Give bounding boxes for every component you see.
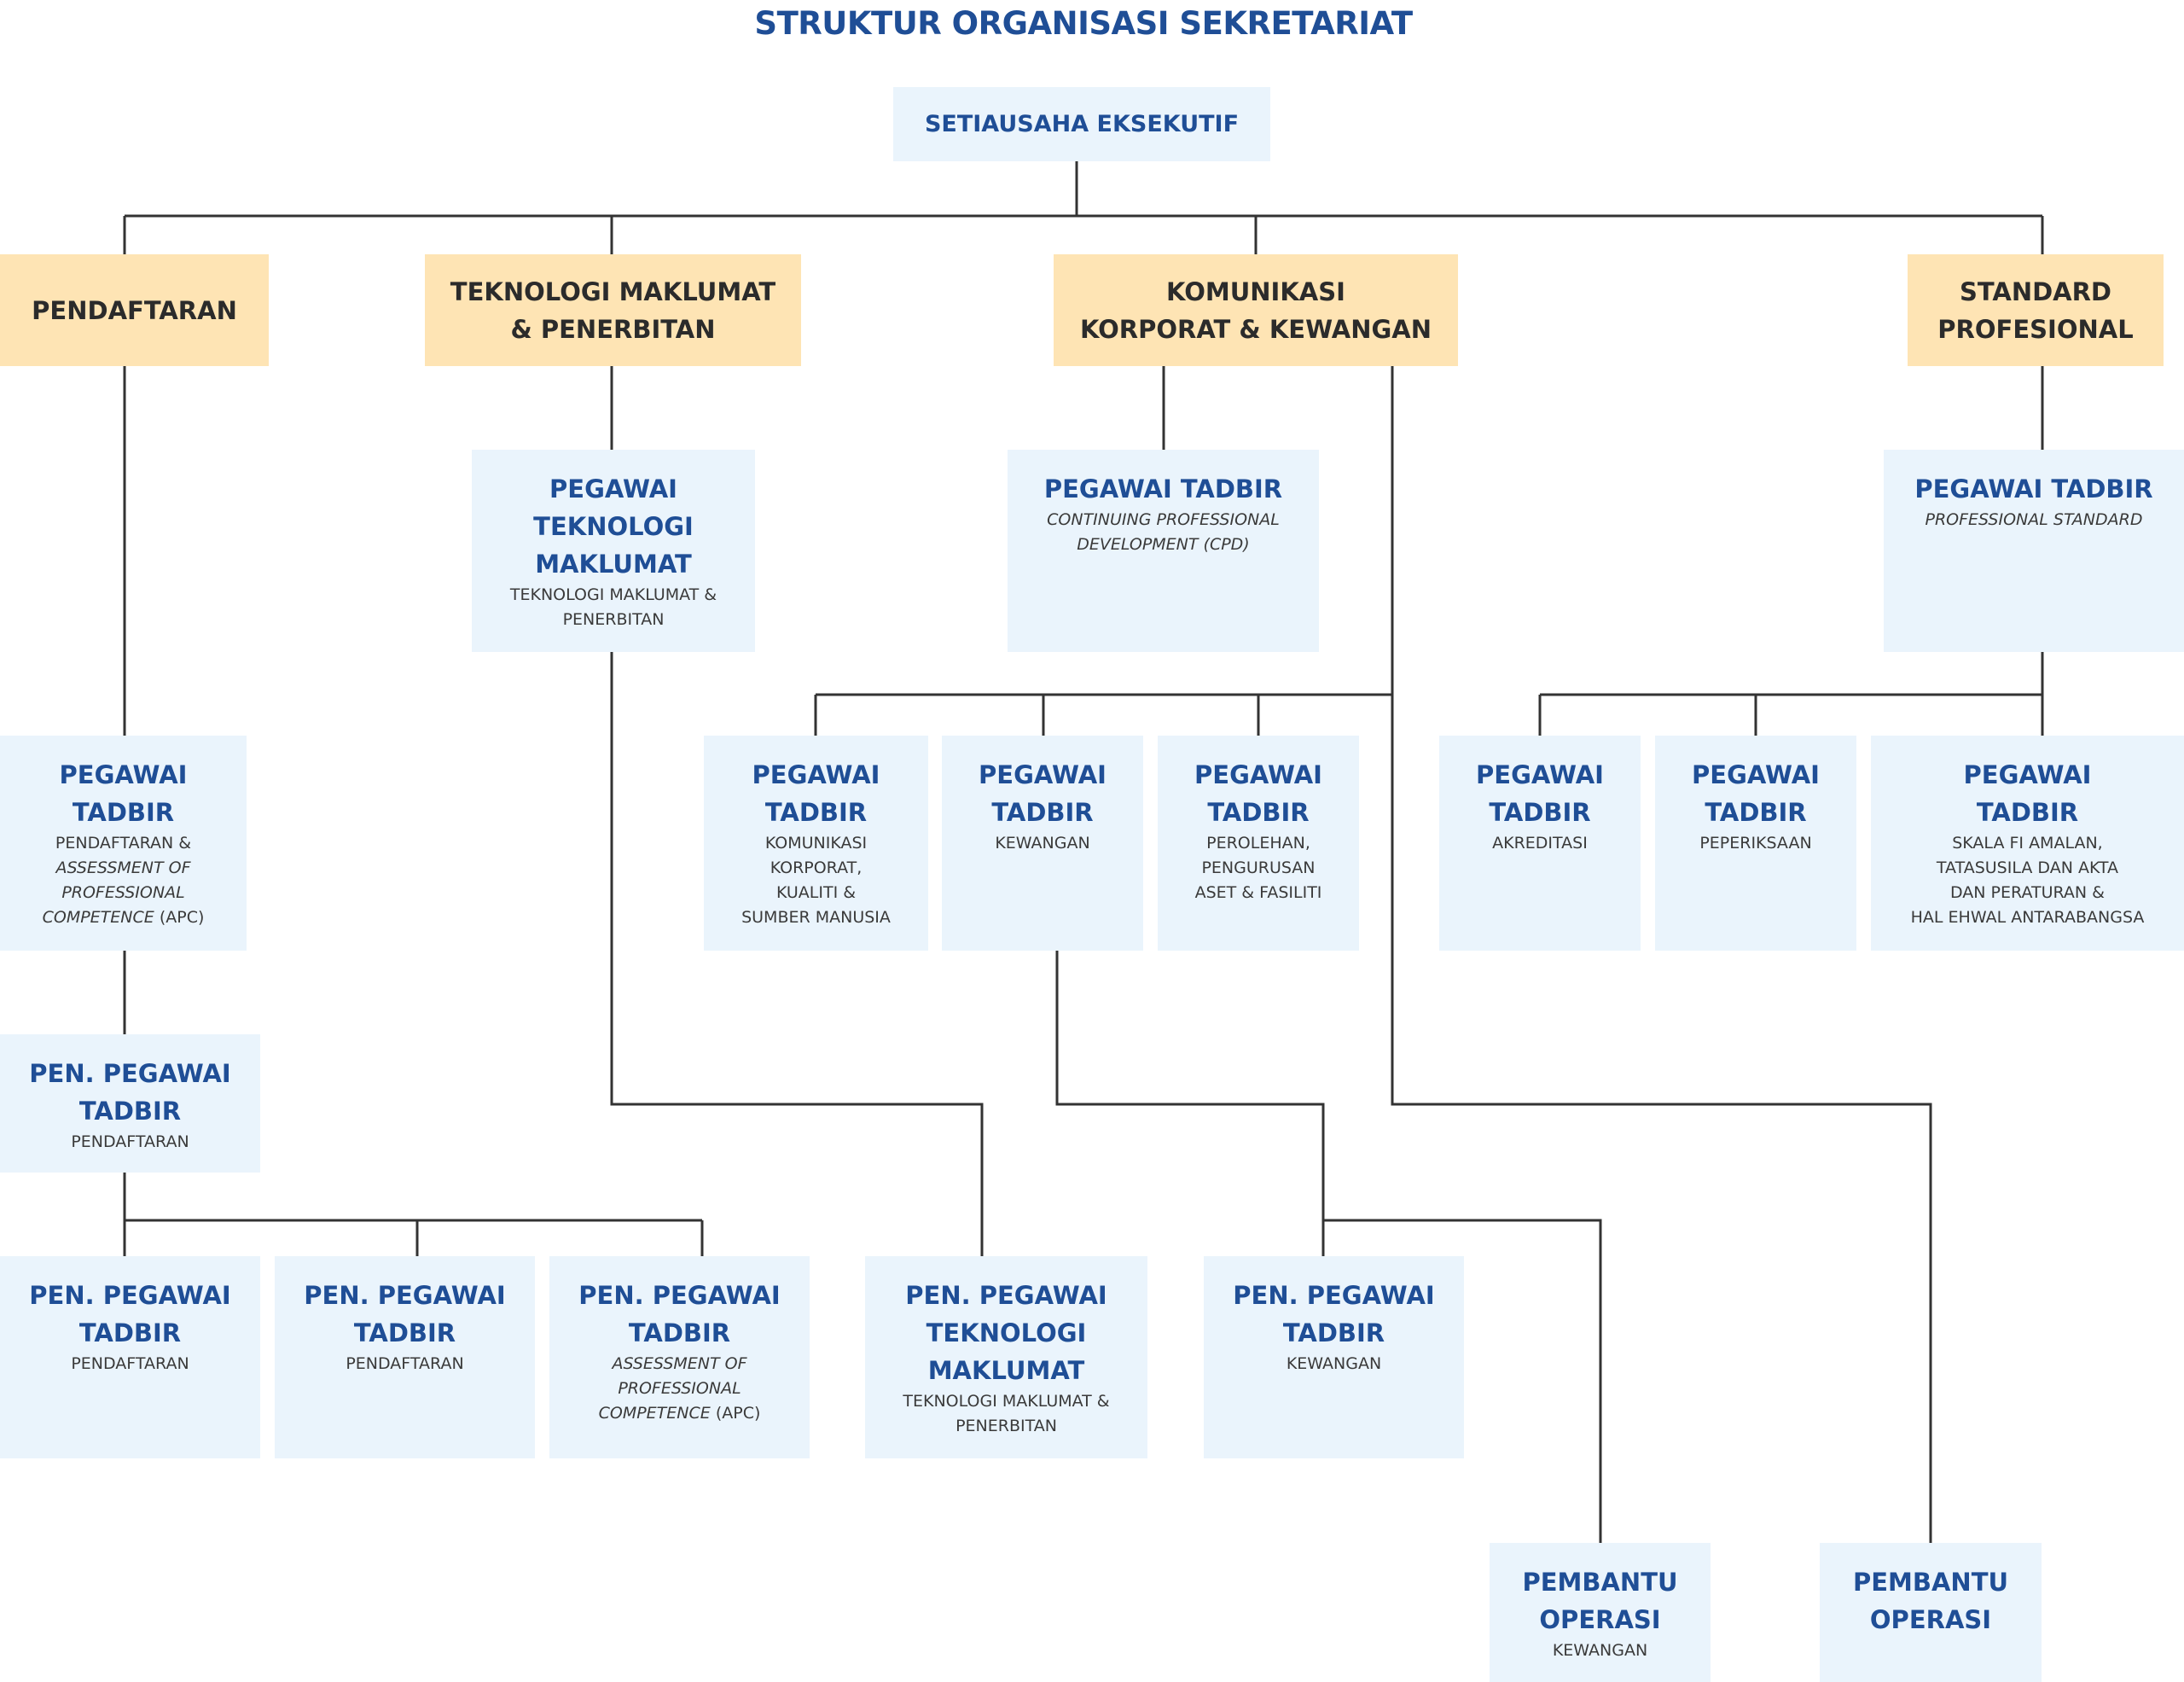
node-subtitle: PENDAFTARAN	[71, 1132, 189, 1151]
node-pegawai-tadbir-apc: PEGAWAI TADBIR PENDAFTARAN &ASSESSMENT O…	[0, 736, 247, 951]
node-pegawai-tadbir-peperiksaan: PEGAWAI TADBIR PEPERIKSAAN	[1655, 736, 1856, 951]
node-title: SETIAUSAHA EKSEKUTIF	[924, 110, 1240, 137]
node-title: PEGAWAI TADBIR	[1476, 760, 1604, 827]
node-subtitle: PROFESSIONAL STANDARD	[1925, 510, 2143, 529]
node-pegawai-teknologi-maklumat: PEGAWAI TEKNOLOGI MAKLUMAT TEKNOLOGI MAK…	[472, 450, 755, 652]
node-title: STANDARD PROFESIONAL	[1937, 276, 2134, 344]
node-pegawai-tadbir-kewangan: PEGAWAI TADBIR KEWANGAN	[942, 736, 1143, 951]
node-subtitle: PENDAFTARAN	[71, 1354, 189, 1373]
node-title: PEN. PEGAWAI TADBIR	[578, 1281, 781, 1347]
node-title: PEGAWAI TADBIR	[1194, 760, 1322, 827]
node-pen-pegawai-tadbir-kewangan: PEN. PEGAWAI TADBIR KEWANGAN	[1204, 1256, 1464, 1458]
node-setiausaha-eksekutif: SETIAUSAHA EKSEKUTIF	[893, 87, 1270, 161]
connector	[814, 366, 1932, 1543]
connector	[1055, 951, 1602, 1543]
node-title: PEGAWAI TEKNOLOGI MAKLUMAT	[533, 474, 694, 579]
connector	[123, 161, 2044, 254]
division-standard-profesional: STANDARD PROFESIONAL	[1908, 254, 2164, 366]
node-title: KOMUNIKASI KORPORAT & KEWANGAN	[1079, 276, 1432, 344]
node-subtitle: PEPERIKSAAN	[1699, 834, 1812, 853]
node-title: PEN. PEGAWAI TADBIR	[304, 1281, 506, 1347]
node-title: PEMBANTU OPERASI	[1852, 1568, 2009, 1634]
node-pegawai-tadbir-professional-standard: PEGAWAI TADBIR PROFESSIONAL STANDARD	[1884, 450, 2184, 652]
node-subtitle: PENDAFTARAN	[346, 1354, 464, 1373]
node-title: PEN. PEGAWAI TADBIR	[1233, 1281, 1435, 1347]
node-subtitle: KEWANGAN	[1286, 1354, 1382, 1373]
node-title: PEGAWAI TADBIR	[1963, 760, 2092, 827]
node-subtitle: AKREDITASI	[1492, 834, 1588, 853]
node-title: PEGAWAI TADBIR	[59, 760, 188, 827]
node-title: PEGAWAI TADBIR	[752, 760, 880, 827]
node-subtitle: TEKNOLOGI MAKLUMAT &PENERBITAN	[903, 1392, 1110, 1435]
node-pen-pegawai-tadbir-pendaftaran-2: PEN. PEGAWAI TADBIR PENDAFTARAN	[275, 1256, 535, 1458]
node-pen-pegawai-tadbir-pendaftaran-1: PEN. PEGAWAI TADBIR PENDAFTARAN	[0, 1256, 260, 1458]
division-pendaftaran: PENDAFTARAN	[0, 254, 269, 366]
node-title: PEGAWAI TADBIR	[1914, 474, 2153, 503]
node-subtitle: KEWANGAN	[1552, 1641, 1648, 1660]
node-title: PEN. PEGAWAI TEKNOLOGI MAKLUMAT	[905, 1281, 1107, 1385]
node-pen-pegawai-tadbir-pendaftaran: PEN. PEGAWAI TADBIR PENDAFTARAN	[0, 1034, 260, 1173]
node-title: TEKNOLOGI MAKLUMAT & PENERBITAN	[450, 276, 776, 344]
node-title: PEMBANTU OPERASI	[1522, 1568, 1678, 1634]
node-subtitle: KEWANGAN	[995, 834, 1090, 853]
division-komunikasi-korporat: KOMUNIKASI KORPORAT & KEWANGAN	[1054, 254, 1458, 366]
chart-title: STRUKTUR ORGANISASI SEKRETARIAT	[754, 5, 1413, 42]
node-title: PENDAFTARAN	[32, 295, 237, 325]
division-teknologi-maklumat: TEKNOLOGI MAKLUMAT & PENERBITAN	[425, 254, 801, 366]
connector	[610, 366, 984, 1256]
node-pembantu-operasi: PEMBANTU OPERASI	[1820, 1543, 2042, 1682]
node-subtitle: TEKNOLOGI MAKLUMAT &PENERBITAN	[509, 585, 717, 629]
node-title: PEGAWAI TADBIR	[1692, 760, 1820, 827]
node-title: PEN. PEGAWAI TADBIR	[29, 1281, 231, 1347]
node-pembantu-operasi-kewangan: PEMBANTU OPERASI KEWANGAN	[1490, 1543, 1711, 1682]
node-pegawai-tadbir-akreditasi: PEGAWAI TADBIR AKREDITASI	[1439, 736, 1641, 951]
node-pegawai-tadbir-skala-fi: PEGAWAI TADBIR SKALA FI AMALAN,TATASUSIL…	[1871, 736, 2184, 951]
connector	[123, 366, 704, 1256]
node-title: PEN. PEGAWAI TADBIR	[29, 1059, 231, 1126]
node-title: PEGAWAI TADBIR	[979, 760, 1107, 827]
node-pen-pegawai-teknologi-maklumat: PEN. PEGAWAI TEKNOLOGI MAKLUMAT TEKNOLOG…	[865, 1256, 1147, 1458]
node-title: PEGAWAI TADBIR	[1043, 474, 1283, 503]
